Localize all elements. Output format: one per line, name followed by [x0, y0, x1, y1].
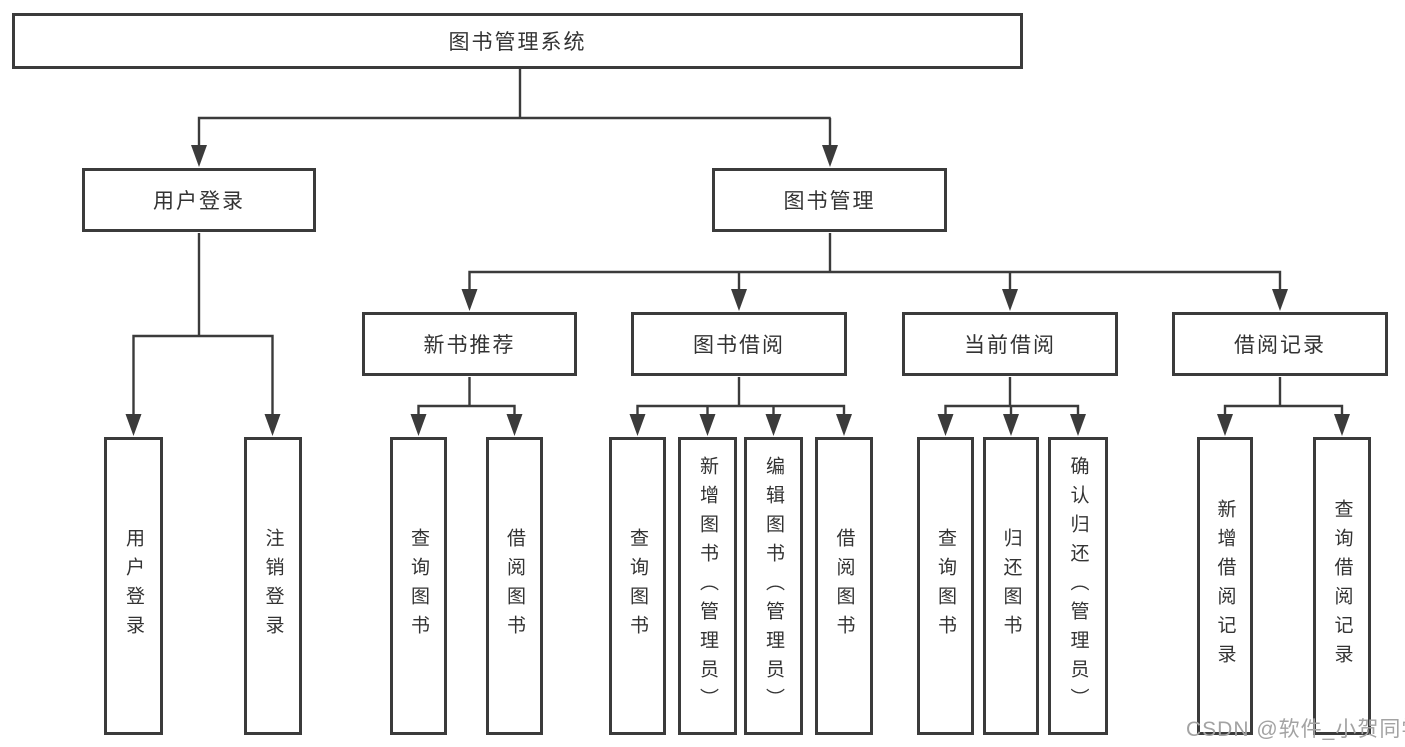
leaf-logout: 注销登录 — [244, 437, 302, 735]
leaf-borrow-books-recommend-label: 借阅图书 — [504, 528, 525, 644]
node-library-management-system: 图书管理系统 — [12, 13, 1023, 69]
node-borrowing-records-label: 借阅记录 — [1234, 334, 1326, 357]
node-book-management: 图书管理 — [712, 168, 947, 232]
leaf-logout-label: 注销登录 — [262, 528, 284, 644]
leaf-query-books-current: 查询图书 — [917, 437, 974, 735]
leaf-user-login: 用户登录 — [104, 437, 163, 735]
node-borrowing-records: 借阅记录 — [1172, 312, 1388, 376]
node-library-management-system-label: 图书管理系统 — [448, 31, 587, 54]
node-book-borrowing-label: 图书借阅 — [693, 334, 785, 357]
leaf-query-books-current-label: 查询图书 — [935, 528, 956, 644]
csdn-watermark: CSDN @软件_小贺同学 — [1186, 718, 1405, 741]
leaf-add-borrow-record-label: 新增借阅记录 — [1214, 499, 1236, 673]
leaf-confirm-return-admin: 确认归还（管理员） — [1048, 437, 1108, 735]
leaf-borrow-books-borrowing-label: 借阅图书 — [833, 528, 855, 644]
leaf-query-borrow-record: 查询借阅记录 — [1313, 437, 1371, 735]
node-current-borrowing: 当前借阅 — [902, 312, 1118, 376]
node-book-borrowing: 图书借阅 — [631, 312, 847, 376]
leaf-add-books-admin-label: 新增图书（管理员） — [697, 455, 718, 717]
node-user-login-label: 用户登录 — [153, 190, 245, 213]
leaf-query-books-recommend: 查询图书 — [390, 437, 447, 735]
leaf-add-books-admin: 新增图书（管理员） — [678, 437, 737, 735]
node-user-login: 用户登录 — [82, 168, 316, 232]
leaf-query-books-recommend-label: 查询图书 — [408, 528, 429, 644]
leaf-query-books-borrowing-label: 查询图书 — [627, 528, 648, 644]
leaf-add-borrow-record: 新增借阅记录 — [1197, 437, 1253, 735]
leaf-return-books-label: 归还图书 — [1000, 528, 1022, 644]
leaf-edit-books-admin: 编辑图书（管理员） — [744, 437, 803, 735]
leaf-borrow-books-borrowing: 借阅图书 — [815, 437, 873, 735]
node-new-book-recommendation: 新书推荐 — [362, 312, 577, 376]
leaf-edit-books-admin-label: 编辑图书（管理员） — [763, 455, 784, 717]
leaf-borrow-books-recommend: 借阅图书 — [486, 437, 543, 735]
node-current-borrowing-label: 当前借阅 — [964, 334, 1056, 357]
leaf-confirm-return-admin-label: 确认归还（管理员） — [1067, 455, 1089, 717]
leaf-query-books-borrowing: 查询图书 — [609, 437, 666, 735]
leaf-return-books: 归还图书 — [983, 437, 1039, 735]
leaf-user-login-label: 用户登录 — [123, 528, 144, 644]
node-new-book-recommendation-label: 新书推荐 — [423, 334, 516, 357]
leaf-query-borrow-record-label: 查询借阅记录 — [1331, 499, 1353, 673]
arrowheads — [125, 145, 1350, 436]
node-book-management-label: 图书管理 — [783, 190, 876, 213]
